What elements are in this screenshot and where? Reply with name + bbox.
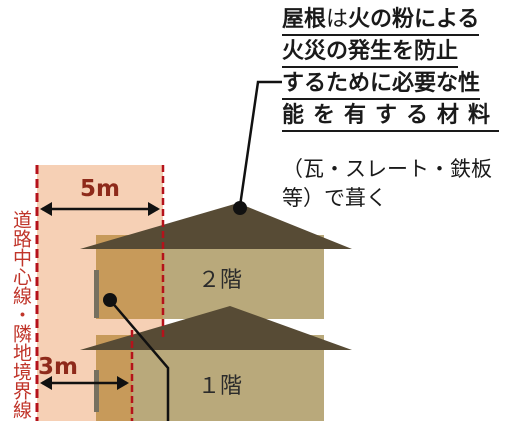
roof-note-line4: 能を有する材料	[282, 101, 500, 132]
lower-roof	[80, 306, 352, 350]
distance-label-3m: 3m	[38, 354, 78, 380]
dimension-5m-arrow	[40, 202, 160, 216]
roof-material-note: 屋根は火の粉による 火災の発生を防止 するために必要な性 能を有する材料	[282, 4, 506, 132]
roof-note-particle: は	[326, 7, 349, 32]
upper-roof	[80, 203, 352, 249]
dimension-3m-arrow	[40, 376, 129, 390]
distance-label-5m: 5m	[80, 176, 120, 202]
floor-label-1f: １階	[198, 374, 243, 399]
roof-material-examples: （瓦・スレート・鉄板 等）で葺く	[282, 155, 508, 213]
roof-note-line6: 等）で葺く	[282, 186, 387, 210]
boundary-label: 道路中心線・隣地境界線	[10, 210, 32, 419]
roof-note-line3: するために必要な性	[282, 69, 481, 100]
roof-note-line2: 火災の発生を防止	[282, 37, 459, 68]
roof-note-line1: 屋根は火の粉による	[282, 5, 480, 36]
roof-leader-line	[233, 80, 282, 215]
floor-label-2f: ２階	[198, 268, 243, 293]
roof-note-fire-sparks: 火の粉による	[348, 7, 480, 32]
window-opening-upper	[94, 270, 99, 318]
wall-leader-line	[103, 293, 170, 421]
roof-note-word-roof: 屋根	[282, 7, 327, 32]
roof-note-line5: （瓦・スレート・鉄板	[282, 157, 492, 181]
window-opening-lower	[94, 370, 99, 412]
